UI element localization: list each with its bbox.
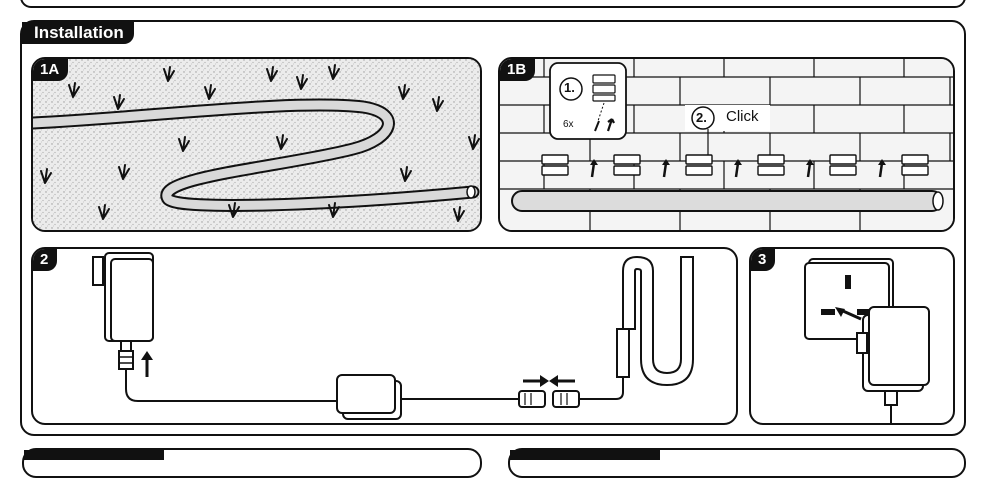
- step-2-number: 2.: [696, 110, 707, 125]
- adapter-cable-illustration: [92, 252, 694, 420]
- click-label: Click: [726, 108, 759, 125]
- clip-6: [901, 154, 929, 176]
- bottom-left-tab: [24, 450, 164, 460]
- step-1-number: 1.: [564, 80, 575, 95]
- clip-2: [613, 154, 641, 176]
- panel-1a-label: 1A: [33, 59, 69, 81]
- panel-3-label: 3: [751, 249, 776, 271]
- section-title: Installation: [22, 22, 134, 44]
- clip-5: [829, 154, 857, 176]
- panel-2-label: 2: [33, 249, 58, 271]
- clip-quantity: 6x: [563, 119, 574, 130]
- panel-1a: 1A: [31, 57, 482, 232]
- panel-2: 2: [31, 247, 738, 425]
- top-section-frame: [20, 0, 966, 8]
- panel-1b: 1. 6x 2. Click 1B: [498, 57, 955, 232]
- grass-hose-illustration: [33, 59, 480, 230]
- clip-1: [541, 154, 569, 176]
- panel-3: 3: [749, 247, 955, 425]
- panel-1b-label: 1B: [500, 59, 536, 81]
- wall-socket-illustration: [804, 258, 930, 423]
- clip-4: [757, 154, 785, 176]
- brick-wall-illustration: [500, 59, 953, 230]
- clip-3: [685, 154, 713, 176]
- bottom-right-tab: [510, 450, 660, 460]
